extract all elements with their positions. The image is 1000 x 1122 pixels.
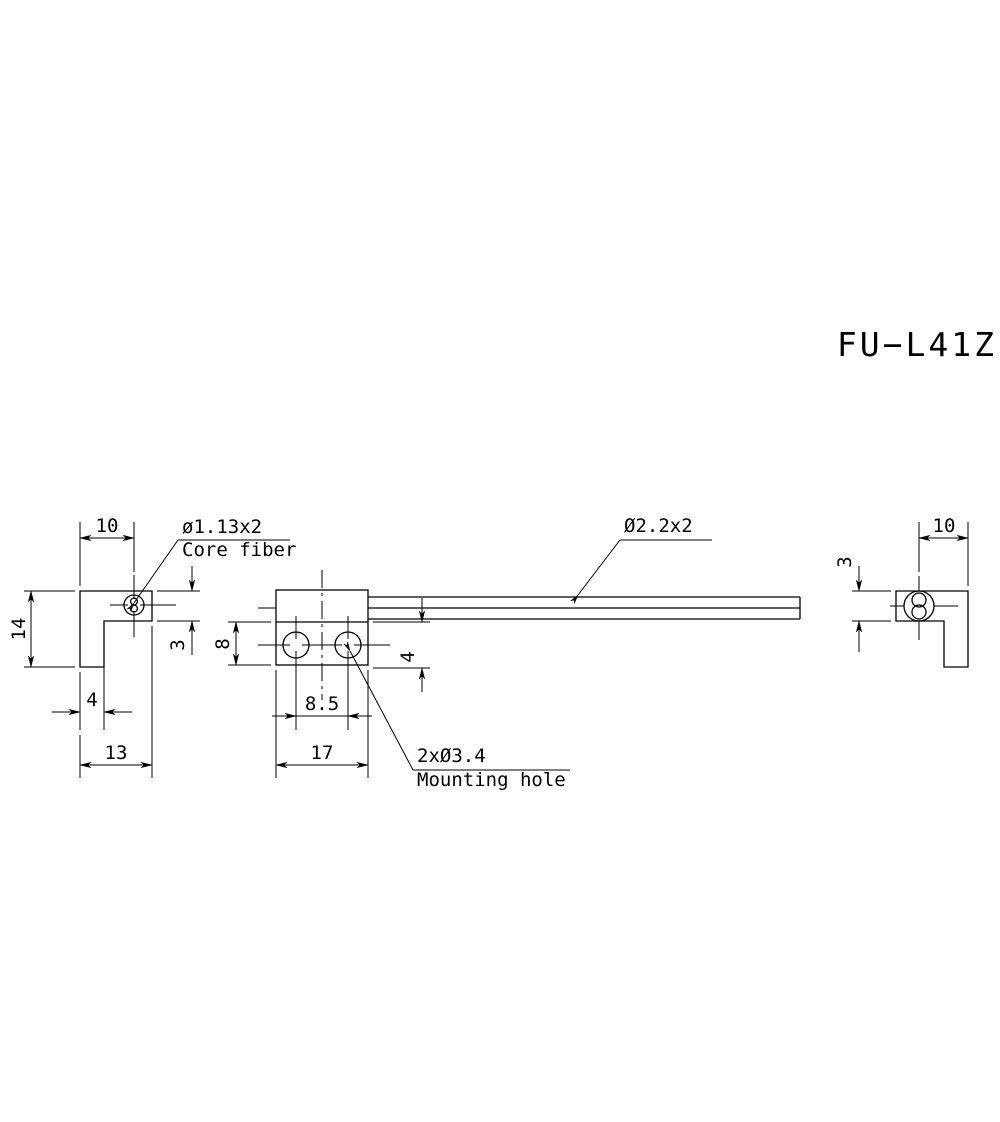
- dim-left-4: 4: [52, 626, 132, 730]
- core-fiber-hole-right: [903, 590, 935, 622]
- dim-middle-4: 4: [373, 598, 430, 692]
- callout-core-fiber-line1: ø1.13x2: [182, 516, 262, 538]
- callout-cable: Ø2.2x2: [578, 515, 712, 595]
- drawing-title: FU−L41Z: [837, 325, 997, 364]
- cable-assembly: [368, 596, 801, 620]
- dim-label-middle-edge-to-hole: 4: [397, 651, 419, 662]
- view-left: 10 14 3 4 13: [8, 515, 296, 778]
- dim-label-left-leg-width: 4: [86, 689, 97, 711]
- dim-label-right-thickness-top: 3: [834, 556, 856, 567]
- dim-left-3: 3: [157, 566, 200, 655]
- dim-label-right-width-top: 10: [933, 515, 956, 537]
- dim-label-left-depth-total: 13: [105, 742, 128, 764]
- dim-left-10: 10: [79, 515, 135, 586]
- centerline-left-hole: [110, 575, 176, 637]
- dim-label-middle-body-width: 17: [311, 742, 334, 764]
- dim-right-3: 3: [834, 556, 891, 652]
- dim-left-13: 13: [79, 626, 153, 778]
- dim-label-left-width-top: 10: [96, 515, 119, 537]
- dim-label-middle-hole-spacing: 8.5: [305, 693, 339, 715]
- dim-label-left-height-total: 14: [8, 618, 30, 641]
- right-body-outline: [895, 590, 969, 668]
- centerline-right-hole: [890, 576, 958, 640]
- dim-middle-8: 8: [212, 621, 271, 666]
- view-right: 10 3: [834, 515, 969, 668]
- centerlines-middle: [258, 570, 390, 730]
- dim-middle-8-5: 8.5: [272, 693, 372, 716]
- view-middle: 8 4 8.5 17 2xØ3.4 Moun: [212, 515, 801, 791]
- dim-middle-17: 17: [275, 670, 369, 778]
- dim-label-left-thickness-top: 3: [167, 639, 189, 650]
- callout-cable-label: Ø2.2x2: [624, 515, 693, 537]
- callout-mounting-hole-line1: 2xØ3.4: [417, 745, 486, 767]
- callout-core-fiber: ø1.13x2 Core fiber: [134, 516, 296, 603]
- dim-label-middle-height-lower: 8: [212, 638, 234, 649]
- dim-left-14: 14: [8, 590, 75, 668]
- callout-mounting-hole-line2: Mounting hole: [417, 769, 566, 791]
- callout-mounting-hole: 2xØ3.4 Mounting hole: [350, 651, 570, 791]
- left-body-outline: [79, 590, 153, 668]
- callout-core-fiber-line2: Core fiber: [182, 539, 296, 561]
- dim-right-10: 10: [918, 515, 969, 586]
